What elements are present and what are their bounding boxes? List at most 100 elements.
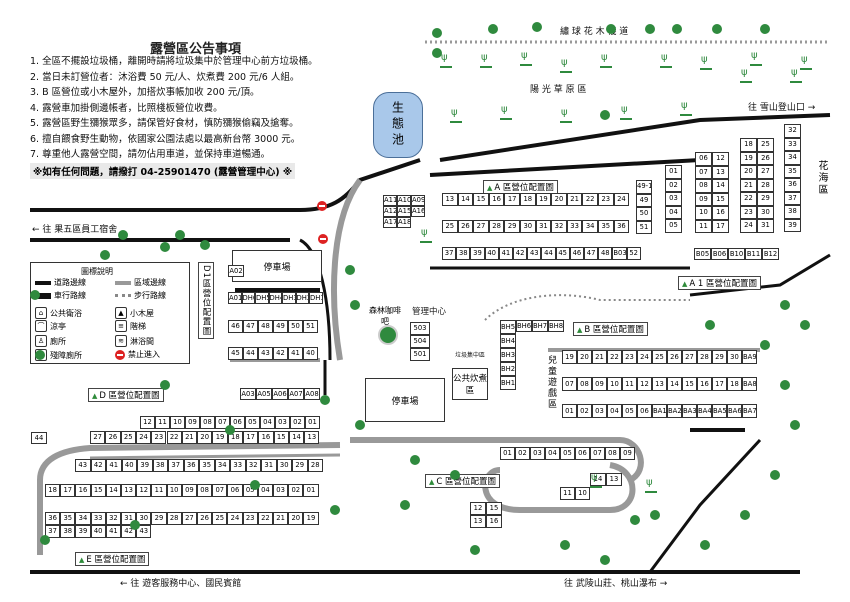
campsite-a-bot-9: 46	[569, 247, 584, 260]
campsite-a1-c4-5: 23	[740, 205, 757, 219]
campsite-a-left-7: A18	[397, 217, 411, 228]
tree-icon	[35, 350, 45, 360]
campsite-b-top-0: BH6	[516, 320, 532, 332]
campsite-d-r3-15: 28	[307, 459, 323, 472]
tree-icon	[225, 425, 235, 435]
campsite-d1-top-1: DH6	[241, 292, 255, 304]
campsite-a1-c6-5: 37	[784, 191, 801, 205]
campsite-a-left-1: A10	[397, 195, 411, 206]
legend-public-bathroom: ⌂公共衛浴	[35, 307, 82, 319]
legend-toilet: ♙廁所	[35, 335, 66, 347]
campsite-a1-c3-4: 16	[712, 206, 729, 220]
campsite-d-r3-3: 40	[121, 459, 137, 472]
campsite-a1-c5-3: 28	[757, 178, 774, 192]
campsite-d1-top-0: A01	[228, 292, 242, 304]
campsite-e-r3-3: 40	[90, 525, 106, 538]
campsite-a1-c1-4: 05	[665, 219, 682, 233]
legend-road-edge: 道路邊線	[35, 277, 86, 288]
grass-icon	[520, 50, 532, 66]
campsite-a1-c2-3: 09	[695, 192, 712, 206]
campsite-b-r2-10: 17	[712, 377, 727, 391]
campsite-a-bot-3: 40	[484, 247, 499, 260]
campsite-d1-a02: A02	[228, 265, 244, 277]
campsite-a1-c2-2: 08	[695, 179, 712, 193]
campsite-c-bottom-2: 13	[470, 515, 486, 528]
campsite-e-r2-7: 29	[151, 512, 167, 525]
campsite-d-r2-5: 22	[166, 431, 182, 444]
campsite-e-r2-14: 22	[257, 512, 273, 525]
campsite-e-r1-0: 18	[45, 484, 61, 497]
campsite-d-r1-7: 05	[245, 416, 260, 429]
grass-icon	[660, 52, 672, 68]
campsite-a1-c3-3: 15	[712, 192, 729, 206]
campsite-d1-top-2: DH5	[255, 292, 269, 304]
campsite-b-r1-6: 25	[652, 350, 667, 364]
campsite-a1-c4-4: 22	[740, 192, 757, 206]
campsite-a1-c2-1: 07	[695, 165, 712, 179]
campsite-a1-c3-0: 12	[712, 152, 729, 166]
to-mountain-trail-label: 往 雪山登山口 →	[748, 103, 816, 113]
campsite-b-r1-0: 19	[562, 350, 577, 364]
campsite-a-top-7: 20	[551, 193, 567, 206]
campsite-a-top-2: 15	[473, 193, 489, 206]
campsite-a-mid-7: 32	[551, 220, 567, 233]
campsite-a-top-3: 16	[488, 193, 505, 206]
campsite-a-top-1: 14	[457, 193, 474, 206]
campsite-d1-low-2: 43	[258, 347, 273, 360]
campsite-e-r2-0: 36	[45, 512, 61, 525]
campsite-d1-low-3: 42	[273, 347, 288, 360]
campsite-a1-c6-0: 32	[784, 124, 801, 138]
notice-rule-5: 5. 露營區野生獼猴眾多，請保管好食材，慎防獼猴偷竊及搶奪。	[30, 118, 299, 129]
campsite-a-mid-8: 33	[566, 220, 583, 233]
kids-play-area: 兒童遊戲區	[546, 355, 556, 410]
campsite-a-mid-3: 28	[488, 220, 505, 233]
campsite-c-small-0: 11	[560, 487, 575, 500]
campsite-a-bot-13: 52	[626, 247, 641, 260]
campsite-a1-c4-3: 21	[740, 178, 757, 192]
campsite-d1-top-3: DH4	[268, 292, 282, 304]
campsite-a1-bottom-1: B06	[711, 248, 728, 260]
campsite-d1-low-0: 45	[228, 347, 243, 360]
campsite-b-col-4: BH1	[500, 376, 516, 390]
campsite-a1-c4-0: 18	[740, 138, 757, 152]
campsite-d-r2-10: 17	[243, 431, 259, 444]
campsite-d1-top-5: DH2	[295, 292, 309, 304]
notice-rule-3: 3. B 區營位或小木屋外，加搭炊事帳加收 200 元/頂。	[30, 87, 260, 98]
campsite-a-left-4: A15	[397, 206, 411, 217]
campsite-a1-c6-7: 39	[784, 218, 801, 232]
campsite-b-col-3: BH2	[500, 362, 516, 376]
parking-lot-middle: 停車場	[365, 378, 445, 422]
tree-icon	[100, 250, 110, 260]
campsite-e-r2-10: 26	[197, 512, 213, 525]
ecology-pond: 生態池	[373, 92, 423, 158]
no-entry-icon	[115, 349, 125, 360]
campsite-e-r2-15: 21	[273, 512, 289, 525]
campsite-e-r2-3: 33	[90, 512, 106, 525]
zone-d-label: D 區營位配置圖	[88, 388, 164, 402]
campsite-c-row-6: 07	[590, 447, 605, 460]
campsite-d1-low-1: 44	[243, 347, 258, 360]
campsite-d-r3-11: 32	[245, 459, 261, 472]
campsite-e-r1-2: 16	[75, 484, 91, 497]
campsite-e-r2-1: 35	[60, 512, 76, 525]
stairs-icon: ≡	[115, 320, 127, 332]
campsite-d-r2-4: 23	[151, 431, 167, 444]
tree-icon	[432, 48, 442, 58]
tree-icon	[780, 300, 790, 310]
legend-pavilion: ⌒涼亭	[35, 320, 66, 332]
notice-rules-list: 1. 全區不擺設垃圾桶，離開時請將垃圾集中於管理中心前方垃圾桶。2. 當日未訂營…	[30, 54, 318, 163]
campsite-d1-mid-5: 51	[303, 320, 318, 333]
zone-a-label: A 區營位配置圖	[483, 180, 558, 194]
tree-icon	[770, 470, 780, 480]
campsite-e-r2-4: 32	[105, 512, 121, 525]
campsite-b-r1-2: 21	[592, 350, 607, 364]
campsite-b-r3-10: BA5	[712, 404, 727, 418]
campsite-b-r1-5: 24	[637, 350, 652, 364]
grass-icon	[480, 52, 492, 68]
campsite-b-r1-12: BA9	[742, 350, 757, 364]
campsite-b-top-1: BH7	[532, 320, 548, 332]
campsite-e-r3-4: 41	[105, 525, 121, 538]
campsite-a-left-5: A16	[411, 206, 425, 217]
notice-rule-1: 1. 全區不擺設垃圾桶，離開時請將垃圾集中於管理中心前方垃圾桶。	[30, 56, 318, 67]
